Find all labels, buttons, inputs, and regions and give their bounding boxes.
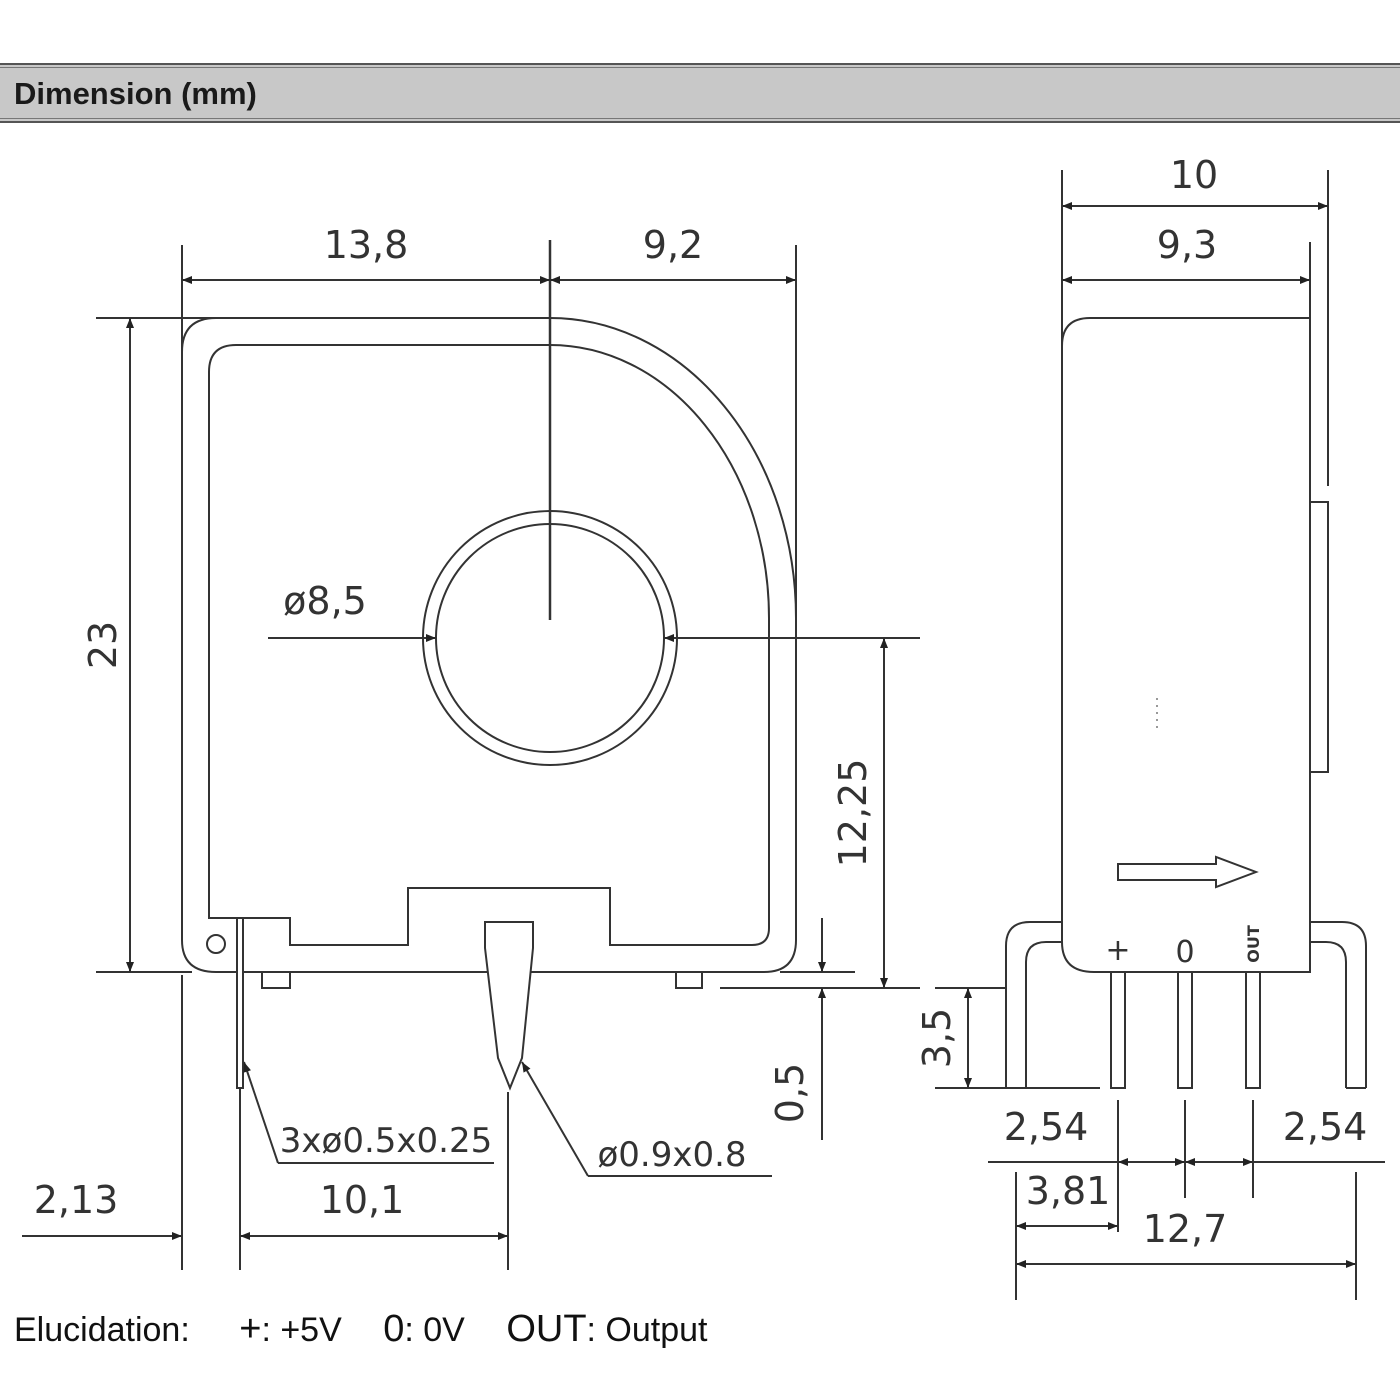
legend: Elucidation: +: +5V 0: 0V OUT: Output (14, 1308, 708, 1351)
dim-pin-gap: 0,5 (768, 1063, 812, 1123)
dim-left-offset: 2,13 (34, 1178, 119, 1222)
dim-output-pin-spec: ø0.9x0.8 (597, 1135, 746, 1175)
legend-key: 0 (383, 1308, 405, 1350)
front-pins (236, 917, 534, 1091)
legend-item-out: OUT: Output (506, 1308, 707, 1351)
dim-pitch-left: 2,54 (1004, 1105, 1089, 1149)
legend-item-plus: +: +5V (239, 1308, 342, 1351)
section-title: Dimension (mm) (14, 76, 257, 111)
legend-desc: : 0V (404, 1311, 465, 1349)
legend-key: OUT (506, 1308, 587, 1350)
dim-pin-spacing: 10,1 (320, 1178, 405, 1222)
pin-label-out: OUT (1244, 925, 1263, 963)
dim-pitch-right: 2,54 (1283, 1105, 1368, 1149)
legend-prefix: Elucidation: (14, 1311, 190, 1349)
dim-hole-diameter: ø8,5 (283, 579, 367, 623)
dim-total-pin-span: 12,7 (1143, 1207, 1228, 1251)
dim-width-right: 9,2 (643, 223, 703, 267)
dim-pin-spec: 3xø0.5x0.25 (280, 1121, 492, 1161)
dim-hole-center-height: 12,25 (831, 759, 875, 868)
legend-desc: : Output (586, 1311, 708, 1349)
front-view-outline (181, 317, 797, 989)
dim-width-left: 13,8 (324, 223, 409, 267)
dim-offset: 3,81 (1026, 1169, 1111, 1213)
dim-pin-length: 3,5 (915, 1008, 959, 1068)
legend-desc: : +5V (261, 1311, 342, 1349)
legend-key: + (239, 1308, 262, 1350)
legend-item-zero: 0: 0V (383, 1308, 465, 1351)
dim-total-width: 10 (1170, 153, 1218, 197)
section-header: Dimension (mm) (0, 63, 1400, 123)
dim-body-width: 9,3 (1157, 223, 1217, 267)
pin-label-plus: + (1105, 933, 1130, 968)
side-view-outline (1005, 317, 1367, 1089)
pin-label-zero: 0 (1175, 935, 1194, 970)
dim-height: 23 (81, 621, 125, 669)
